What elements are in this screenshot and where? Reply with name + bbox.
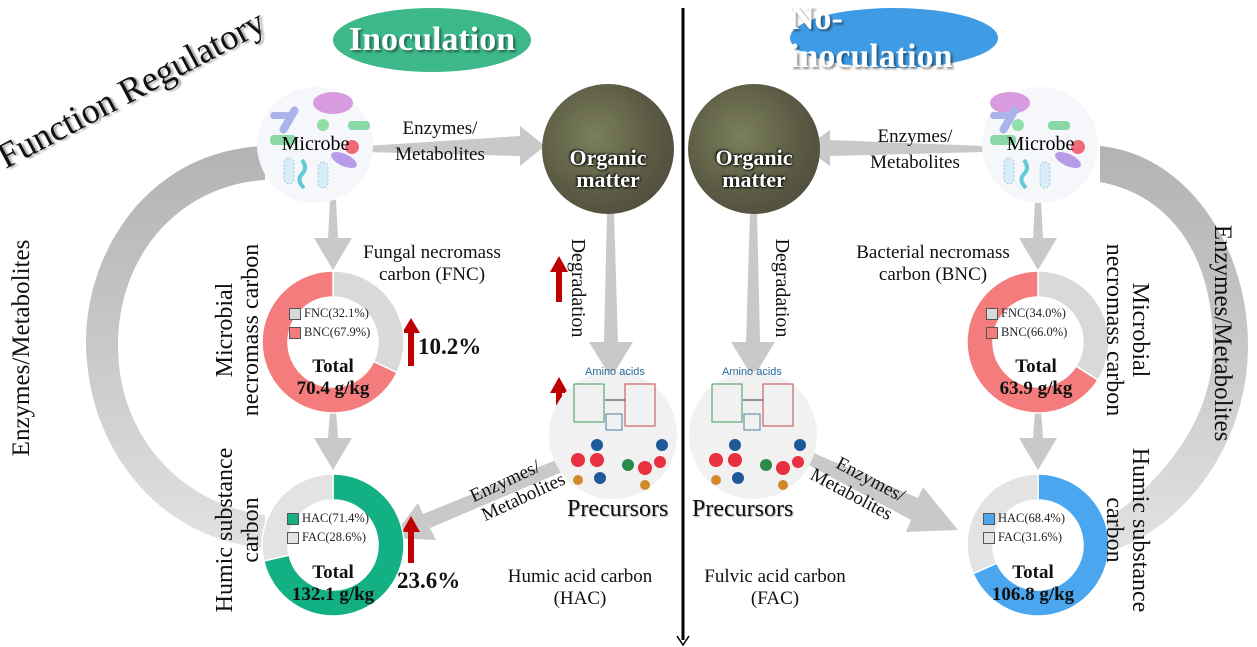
hac-pointer-label: Humic acid carbon (HAC) <box>507 566 653 609</box>
humic-axis-right: Humic substance carbon <box>1101 447 1153 613</box>
donut-right-necromass <box>966 270 1110 414</box>
precursors-label-left: Precursors <box>567 496 669 522</box>
arrow-organic-to-precursors <box>589 212 633 378</box>
precursors-label-right: Precursors <box>692 496 794 522</box>
arrow-organic-to-precursors-right <box>731 212 775 378</box>
no-inoculation-header: No-inoculation <box>790 0 998 75</box>
enzymes-label-top-left: Enzymes/ Metabolites <box>395 118 485 165</box>
left-regulatory-arc <box>85 146 265 548</box>
microbe-label-right: Microbe <box>1006 133 1075 155</box>
necromass-legend-left: FNC(32.1%) BNC(67.9%) <box>289 304 370 342</box>
humic-legend-right: HAC(68.4%) FAC(31.6%) <box>983 509 1065 547</box>
precursors-illustration-left <box>549 371 677 499</box>
amino-acids-title-left: Amino acids <box>585 366 645 378</box>
necromass-axis-left: Microbial necromass carbon <box>212 243 264 417</box>
inoculation-header-label: Inoculation <box>348 21 516 58</box>
necromass-legend-right: FNC(34.0%) BNC(66.0%) <box>986 304 1067 342</box>
legend-item-hac: HAC(71.4%) <box>287 509 369 528</box>
arrow-necromass-to-humic <box>314 410 352 470</box>
donut-segment-bnc <box>966 270 1099 414</box>
enzymes-label-top-right: Enzymes/ Metabolites <box>870 126 960 173</box>
humic-legend-left: HAC(71.4%) FAC(28.6%) <box>287 509 369 547</box>
arrow-microbe-to-necromass-right <box>1019 200 1057 270</box>
donut-left-necromass <box>261 270 405 414</box>
humic-axis-left: Humic substance carbon <box>212 447 264 613</box>
precursors-illustration-right <box>689 371 817 499</box>
arrow-precursors-to-humic <box>392 460 562 540</box>
humic-total-left: Total 132.1 g/kg <box>291 562 375 605</box>
legend-item-fac: FAC(28.6%) <box>287 528 369 547</box>
increase-arrow-icon <box>402 516 420 563</box>
inoculation-header: Inoculation <box>333 8 531 72</box>
increase-arrow-icon <box>550 377 568 423</box>
legend-item-fnc: FNC(34.0%) <box>986 304 1067 323</box>
legend-item-bnc: BNC(67.9%) <box>289 323 370 342</box>
bnc-pointer-label: Bacterial necromass carbon (BNC) <box>856 242 1010 285</box>
increase-arrow-icon <box>402 318 420 366</box>
necromass-increase-pct: 10.2% <box>418 334 482 359</box>
legend-item-fac: FAC(31.6%) <box>983 528 1065 547</box>
humic-total-right: Total 106.8 g/kg <box>991 562 1075 605</box>
necromass-total-left: Total 70.4 g/kg <box>296 356 370 399</box>
left-arc-label: Enzymes/Metabolites <box>8 239 35 457</box>
humic-increase-pct: 23.6% <box>397 568 461 593</box>
fac-pointer-label: Fulvic acid carbon (FAC) <box>704 566 846 609</box>
microbe-illustration-left <box>257 87 373 203</box>
right-arc-label: Enzymes/Metabolites <box>1209 224 1236 442</box>
amino-acids-title-right: Amino acids <box>722 366 782 378</box>
divider-arrowhead-icon <box>676 635 690 647</box>
donut-left-humic <box>261 473 405 617</box>
arrow-precursors-to-humic-right <box>790 445 958 532</box>
degradation-label-left: Degradation <box>567 238 589 338</box>
legend-item-hac: HAC(68.4%) <box>983 509 1065 528</box>
degradation-label-right: Degradation <box>771 238 793 338</box>
legend-item-fnc: FNC(32.1%) <box>289 304 370 323</box>
necromass-total-right: Total 63.9 g/kg <box>999 356 1073 399</box>
donut-segment-hac <box>972 473 1110 617</box>
necromass-axis-right: Microbial necromass carbon <box>1101 243 1153 417</box>
arrow-necromass-to-humic-right <box>1019 410 1057 470</box>
right-regulatory-arc <box>1080 146 1248 548</box>
increase-arrow-icon <box>550 256 568 302</box>
donut-segment-hac <box>262 473 405 617</box>
legend-item-bnc: BNC(66.0%) <box>986 323 1067 342</box>
organic-matter-photo-left: Organic matter <box>542 84 674 214</box>
donut-segment-fac <box>261 473 334 562</box>
fnc-pointer-label: Fungal necromass carbon (FNC) <box>363 242 501 285</box>
microbe-label-left: Microbe <box>281 133 350 155</box>
arrow-microbe-to-necromass <box>314 200 352 270</box>
arrow-microbe-to-organic <box>365 126 545 166</box>
no-inoculation-header-label: No-inoculation <box>790 0 953 75</box>
donut-segment-bnc <box>261 270 399 414</box>
organic-matter-photo-right: Organic matter <box>688 84 820 214</box>
microbe-illustration-right <box>982 87 1098 203</box>
arrow-microbe-to-organic-right <box>805 130 985 166</box>
